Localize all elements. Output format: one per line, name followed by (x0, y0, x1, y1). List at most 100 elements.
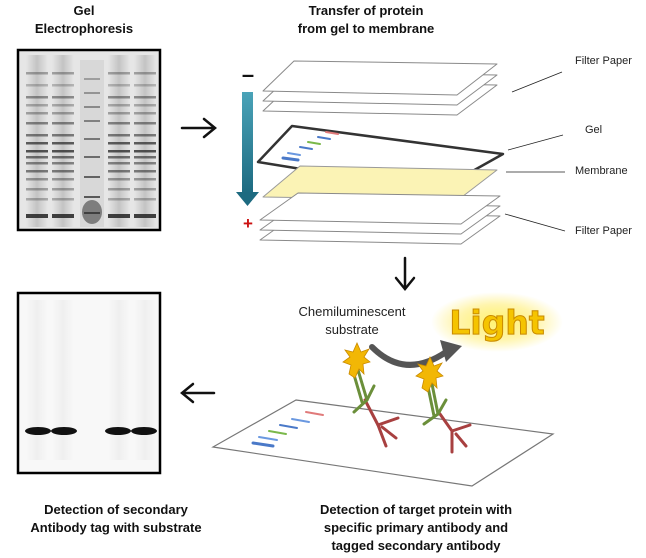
gel-band (52, 142, 74, 145)
stack-leader-lines (504, 71, 566, 232)
gel-band (134, 72, 156, 75)
gel-band (108, 178, 130, 181)
gel-band (134, 198, 156, 201)
gel-band (52, 122, 74, 125)
gel-band (52, 188, 74, 191)
gel-band (108, 162, 130, 165)
gel-band (26, 178, 48, 181)
blot-band-2 (51, 427, 77, 435)
gel-band (134, 214, 156, 218)
caption-left-line1: Detection of secondary (44, 502, 189, 517)
gel-band (134, 156, 156, 159)
filter-paper-top-1 (262, 60, 498, 96)
gel-band (26, 162, 48, 165)
transfer-title-line1: Transfer of protein (309, 3, 424, 18)
gel-band (52, 156, 74, 159)
gel-band (52, 162, 74, 165)
gel-band (26, 198, 48, 201)
caption-right-line3: tagged secondary antibody (331, 538, 501, 553)
gel-band (108, 156, 130, 159)
gel-band (26, 72, 48, 75)
gel-band (134, 170, 156, 173)
gel-band (52, 104, 74, 107)
marker-band (84, 176, 100, 178)
caption-right-line2: specific primary antibody and (324, 520, 508, 535)
gel-band (26, 150, 48, 153)
field-arrow-icon (236, 92, 259, 206)
gel-band (134, 134, 156, 137)
gel-band (26, 122, 48, 125)
marker-band (84, 138, 100, 140)
gel-band (108, 84, 130, 87)
arrow-down-icon (394, 256, 416, 291)
gel-band (134, 104, 156, 107)
marker-band (84, 106, 100, 108)
blot-band-4 (131, 427, 157, 435)
gel-band (108, 150, 130, 153)
light-text: Light (449, 303, 544, 342)
caption-right-line1: Detection of target protein with (320, 502, 512, 517)
plus-sign: + (243, 214, 253, 233)
blot-band-1 (25, 427, 51, 435)
gel-band (26, 170, 48, 173)
gel-band (26, 96, 48, 99)
marker-band (84, 120, 100, 122)
primary-antibody-right (438, 412, 472, 454)
gel-band (108, 214, 130, 218)
marker-band (84, 156, 100, 158)
blot-result-image (16, 291, 162, 475)
gel-band (52, 72, 74, 75)
marker-smear (82, 200, 102, 224)
gel-band (26, 104, 48, 107)
marker-band (84, 92, 100, 94)
gel-band (52, 214, 74, 218)
gel-band (108, 96, 130, 99)
gel-band (26, 214, 48, 218)
gel-band (52, 96, 74, 99)
label-membrane: Membrane (575, 165, 628, 177)
label-gel: Gel (585, 124, 602, 136)
gel-band (108, 142, 130, 145)
gel-band (134, 84, 156, 87)
gel-band (52, 178, 74, 181)
detection-membrane (211, 399, 555, 487)
gel-slab-bands (281, 131, 339, 162)
gel-image (16, 48, 162, 232)
gel-band (52, 150, 74, 153)
antibody-complex-left (342, 342, 400, 448)
gel-band (26, 156, 48, 159)
gel-title-line1: Gel (74, 3, 95, 18)
gel-band (134, 150, 156, 153)
tag-star-left-icon (342, 342, 371, 379)
gel-band (134, 142, 156, 145)
gel-band (108, 170, 130, 173)
gel-band (134, 122, 156, 125)
substrate-line1: Chemiluminescent (299, 304, 406, 319)
transfer-title-line2: from gel to membrane (298, 21, 435, 36)
gel-band (134, 112, 156, 115)
label-filter-paper-bottom: Filter Paper (575, 225, 632, 237)
gel-band (52, 112, 74, 115)
gel-band (26, 84, 48, 87)
caption-left-line2: Antibody tag with substrate (30, 520, 201, 535)
gel-band (108, 104, 130, 107)
gel-band (108, 198, 130, 201)
gel-title-line2: Electrophoresis (35, 21, 133, 36)
gel-band (52, 84, 74, 87)
light-glow (431, 292, 563, 352)
gel-band (52, 198, 74, 201)
gel-band (134, 178, 156, 181)
primary-antibody-left (363, 398, 400, 448)
gel-band (26, 112, 48, 115)
label-filter-paper-top: Filter Paper (575, 55, 632, 67)
gel-band (26, 188, 48, 191)
gel-band (108, 72, 130, 75)
blot-band-3 (105, 427, 131, 435)
gel-band (108, 188, 130, 191)
filter-paper-bottom-1 (259, 192, 501, 225)
substrate-line2: substrate (325, 322, 378, 337)
arrow-left-icon (180, 382, 216, 404)
marker-band (84, 78, 100, 80)
curved-arrow-icon (369, 340, 462, 368)
gel-band (26, 134, 48, 137)
